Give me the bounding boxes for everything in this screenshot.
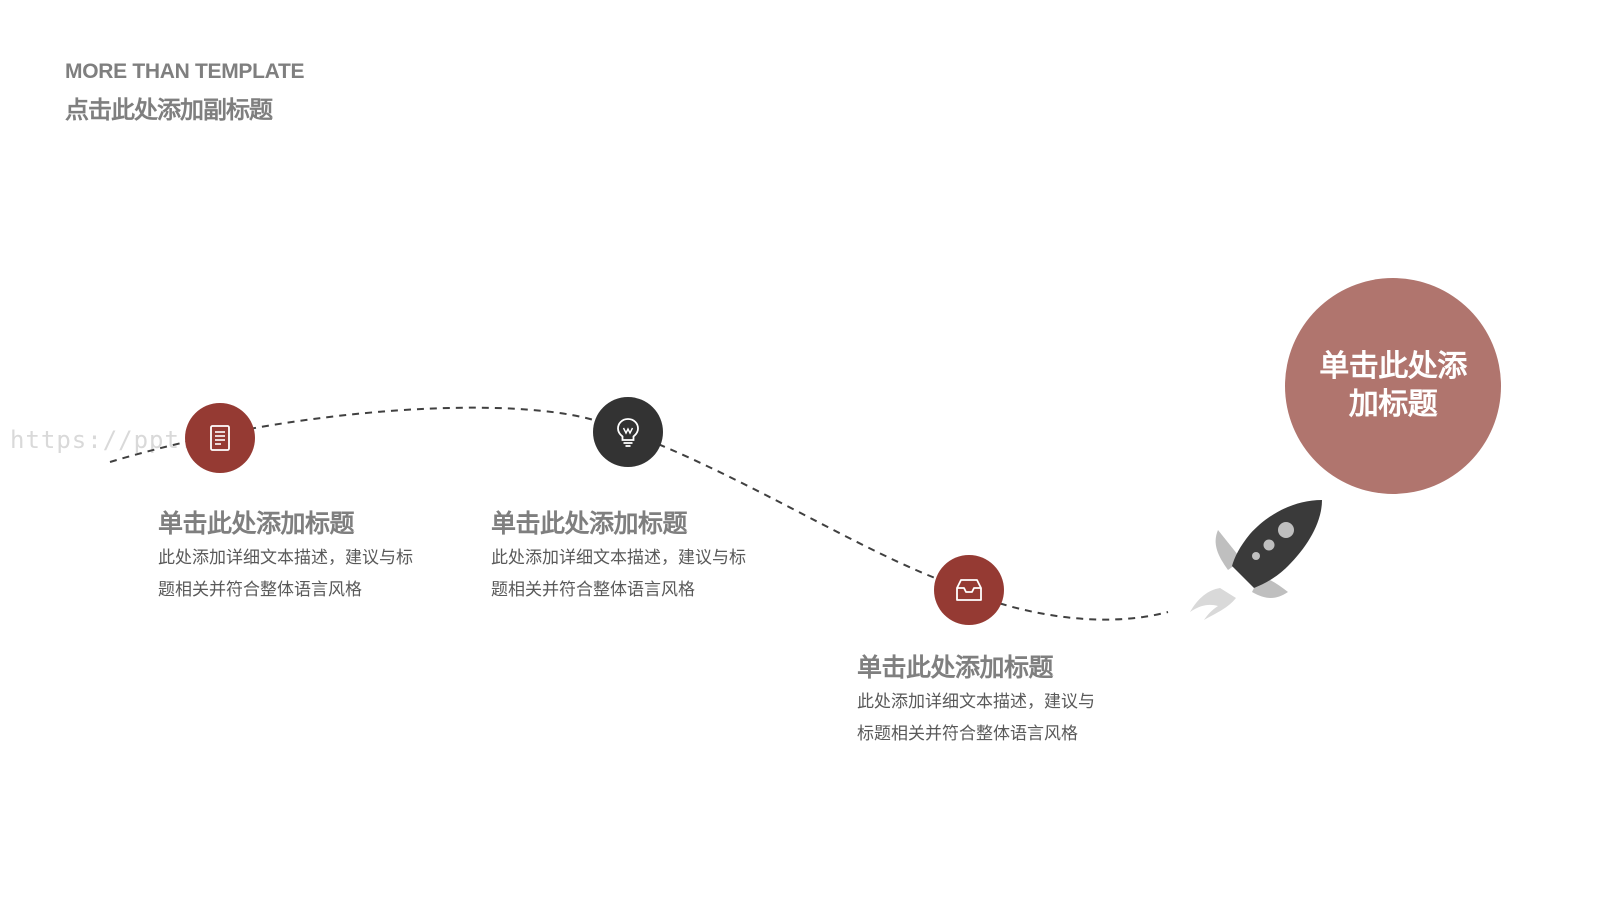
step-3-title: 单击此处添加标题 <box>857 653 1054 682</box>
step-1-desc-line1: 此处添加详细文本描述，建议与标 <box>158 548 413 568</box>
inbox-tray-icon <box>956 579 982 601</box>
step-1-desc-line2: 题相关并符合整体语言风格 <box>158 580 362 600</box>
step-3-node[interactable] <box>934 555 1004 625</box>
goal-title-line2: 加标题 <box>1348 387 1438 422</box>
rocket-icon <box>1190 500 1322 620</box>
step-3-desc: 此处添加详细文本描述，建议与 标题相关并符合整体语言风格 <box>857 686 1095 750</box>
lightbulb-icon <box>617 418 639 447</box>
step-2-desc-line2: 题相关并符合整体语言风格 <box>491 580 695 600</box>
step-1-node[interactable] <box>185 403 255 473</box>
document-icon <box>210 425 230 451</box>
step-2-desc-line1: 此处添加详细文本描述，建议与标 <box>491 548 746 568</box>
step-2-node[interactable] <box>593 397 663 467</box>
header-title-en: MORE THAN TEMPLATE <box>65 60 305 83</box>
header-subtitle: 点击此处添加副标题 <box>65 96 273 124</box>
step-2-title: 单击此处添加标题 <box>491 509 688 538</box>
goal-circle[interactable]: 单击此处添 加标题 <box>1285 278 1501 494</box>
goal-title-line1: 单击此处添 <box>1319 349 1467 384</box>
step-1-desc: 此处添加详细文本描述，建议与标 题相关并符合整体语言风格 <box>158 542 413 606</box>
goal-title: 单击此处添 加标题 <box>1308 348 1478 424</box>
step-2-desc: 此处添加详细文本描述，建议与标 题相关并符合整体语言风格 <box>491 542 746 606</box>
step-1-title: 单击此处添加标题 <box>158 509 355 538</box>
step-3-desc-line2: 标题相关并符合整体语言风格 <box>857 724 1078 744</box>
step-3-desc-line1: 此处添加详细文本描述，建议与 <box>857 692 1095 712</box>
